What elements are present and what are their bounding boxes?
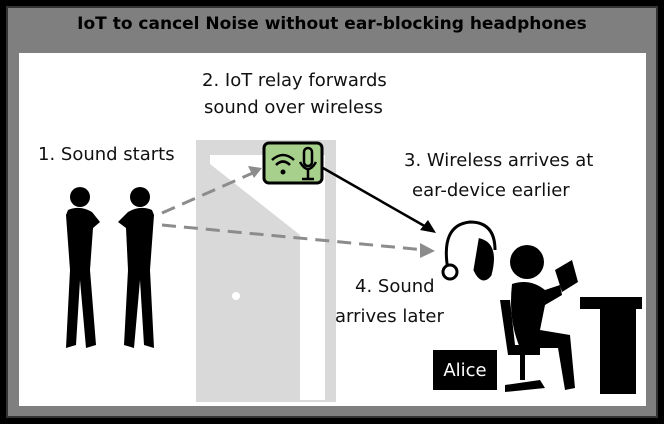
dashed-sound-arrows bbox=[161, 170, 426, 252]
label-sound-starts: 1. Sound starts bbox=[38, 144, 175, 165]
label-relay-line2: sound over wireless bbox=[204, 97, 383, 118]
diagram-title: IoT to cancel Noise without ear-blocking… bbox=[77, 14, 587, 34]
wireless-arrow bbox=[322, 166, 429, 230]
person-at-desk-icon bbox=[500, 245, 642, 394]
wifi-icon bbox=[271, 153, 295, 166]
iot-relay-device bbox=[262, 141, 324, 185]
person-name-label: Alice bbox=[433, 350, 497, 390]
label-relay-line1: 2. IoT relay forwards bbox=[202, 70, 387, 91]
ear-device-icon bbox=[441, 220, 497, 281]
label-wireless-line2: ear-device earlier bbox=[412, 180, 570, 201]
label-sound-later-line2: arrives later bbox=[335, 306, 444, 327]
speaking-people-icon bbox=[66, 187, 154, 348]
label-sound-later-line1: 4. Sound bbox=[355, 276, 435, 297]
microphone-icon bbox=[298, 146, 318, 181]
label-wireless-line1: 3. Wireless arrives at bbox=[404, 150, 594, 171]
